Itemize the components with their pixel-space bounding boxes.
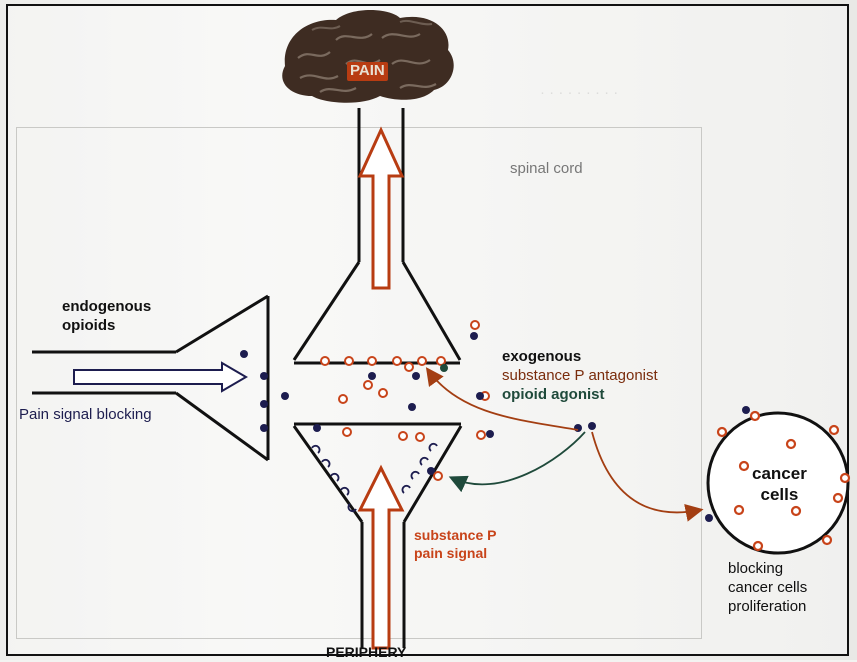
substance-p-label: substance P pain signal bbox=[414, 527, 496, 562]
pain-label: PAIN bbox=[347, 62, 388, 81]
pain-signal-blocking-label: Pain signal blocking bbox=[19, 406, 152, 425]
periphery-label: PERIPHERY bbox=[326, 644, 406, 662]
cancer-cells-label: cancer cells bbox=[752, 463, 807, 506]
blocking-proliferation-label: blocking cancer cells proliferation bbox=[728, 560, 807, 616]
antagonist-arrow-down bbox=[452, 432, 585, 484]
spinal-cord-label: spinal cord bbox=[510, 160, 583, 179]
brain-icon bbox=[282, 10, 453, 103]
exogenous-label: exogenous substance P antagonist opioid … bbox=[502, 348, 658, 404]
cancer-block-arrow bbox=[592, 432, 700, 512]
blocking-arrow bbox=[74, 363, 246, 391]
pain-ascending-arrow bbox=[360, 130, 402, 288]
endogenous-opioids-label: endogenous opioids bbox=[62, 298, 151, 336]
substance-p-arrow bbox=[360, 468, 402, 648]
bound-molecule bbox=[434, 472, 442, 480]
